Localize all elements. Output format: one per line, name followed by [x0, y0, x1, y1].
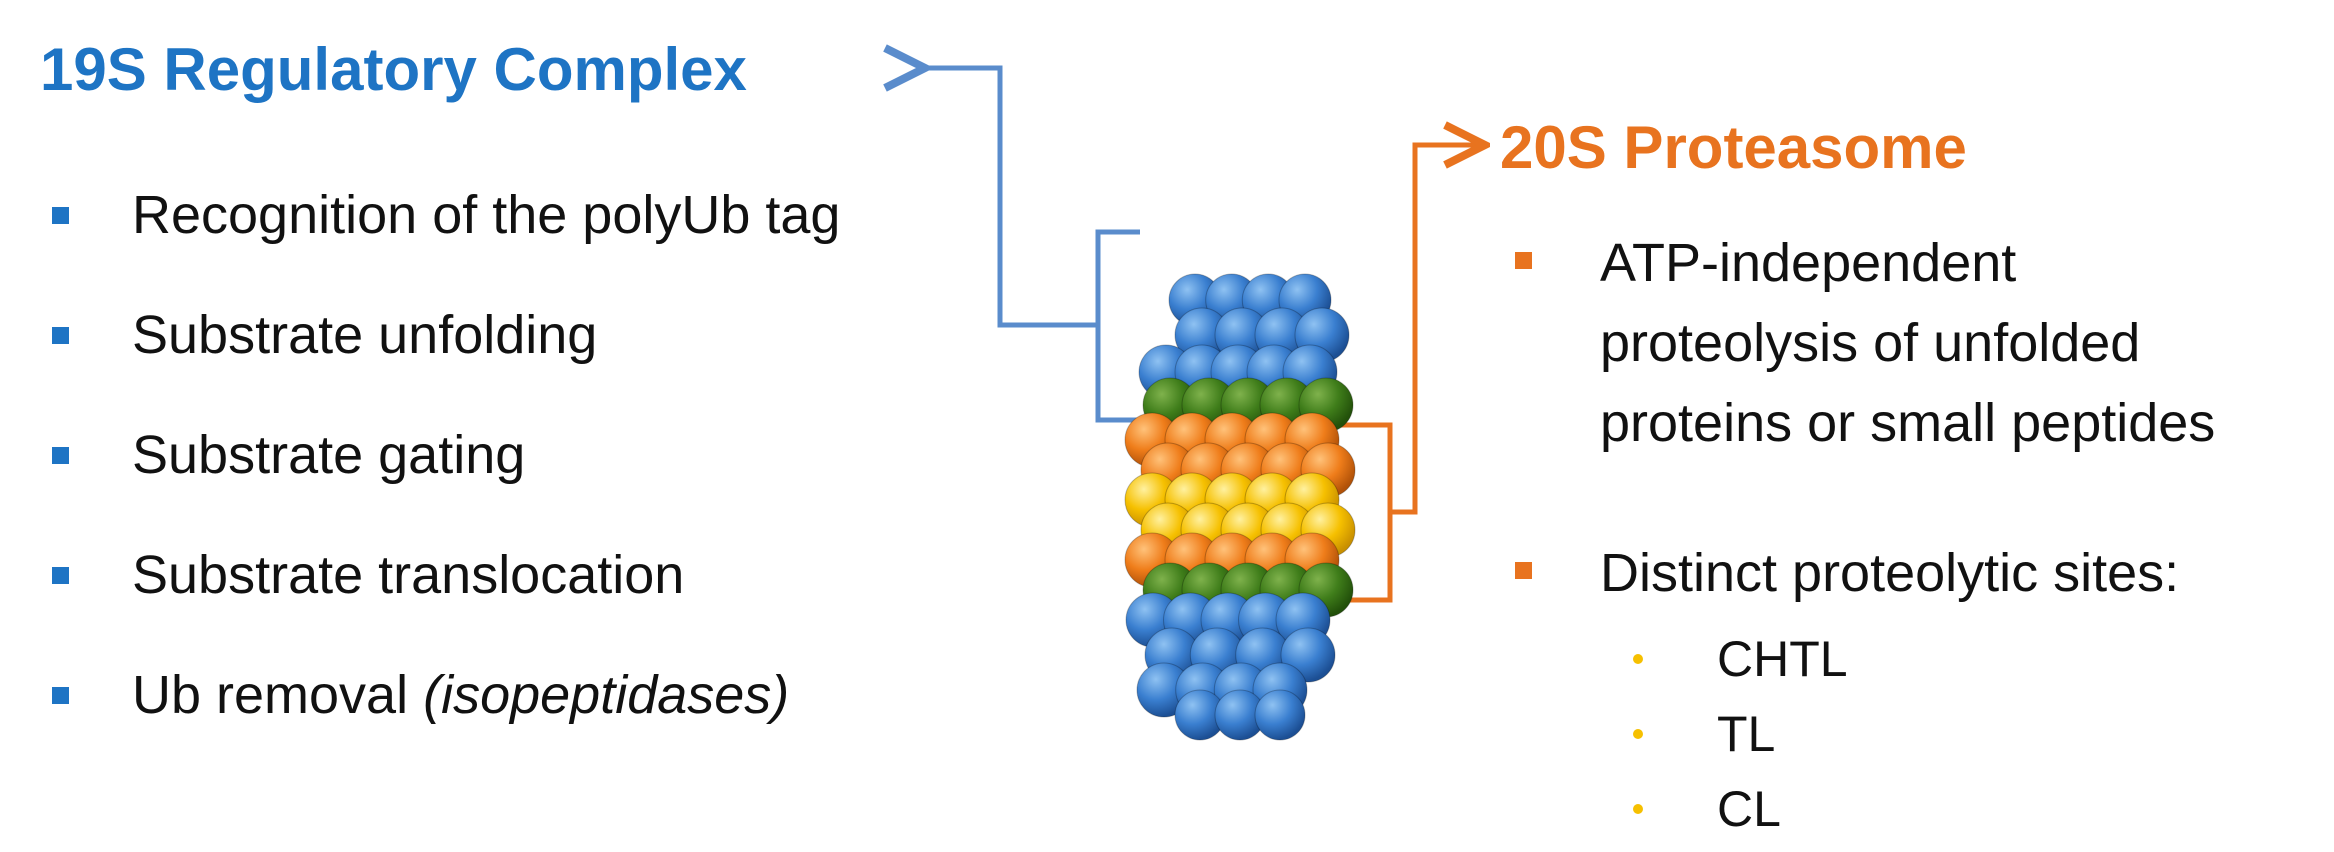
proteasome-item-line-3: proteins or small peptides — [1600, 393, 2216, 453]
proteasome-item-line-2: proteolysis of unfolded — [1600, 313, 2141, 373]
site-tl: TL — [1717, 706, 1776, 762]
bullet-square-icon — [52, 207, 69, 224]
regulatory-item-ub-removal: Ub removal (isopeptidases) — [132, 664, 789, 726]
bullet-square-icon — [52, 687, 69, 704]
regulatory-item-translocation: Substrate translocation — [132, 545, 685, 605]
isopeptidases-note: (isopeptidases) — [423, 665, 790, 725]
proteasome-title: 20S Proteasome — [1500, 114, 1967, 181]
bullet-square-icon — [52, 567, 69, 584]
bullet-dot-icon — [1633, 729, 1643, 739]
bullet-dot-icon — [1633, 654, 1643, 664]
bullet-square-icon — [52, 447, 69, 464]
site-cl: CL — [1717, 781, 1781, 837]
proteasome-connector-line — [1340, 145, 1480, 603]
proteasome-structure-icon — [1124, 273, 1356, 741]
regulatory-item-gating: Substrate gating — [132, 425, 526, 485]
proteasome-item-sites: Distinct proteolytic sites: — [1600, 543, 2180, 603]
subunit-sphere — [1254, 689, 1306, 741]
proteasome-item-line-1: ATP-independent — [1600, 233, 2017, 293]
bullet-dot-icon — [1633, 804, 1643, 814]
bullet-square-icon — [1515, 562, 1532, 579]
regulatory-item-recognition: Recognition of the polyUb tag — [132, 185, 841, 245]
bullet-square-icon — [1515, 252, 1532, 269]
regulatory-complex-title: 19S Regulatory Complex — [40, 36, 747, 103]
site-chtl: CHTL — [1717, 631, 1848, 687]
ub-removal-label: Ub removal — [132, 665, 424, 725]
regulatory-connector-line — [920, 68, 1145, 423]
bullet-square-icon — [52, 327, 69, 344]
regulatory-item-unfolding: Substrate unfolding — [132, 305, 598, 365]
